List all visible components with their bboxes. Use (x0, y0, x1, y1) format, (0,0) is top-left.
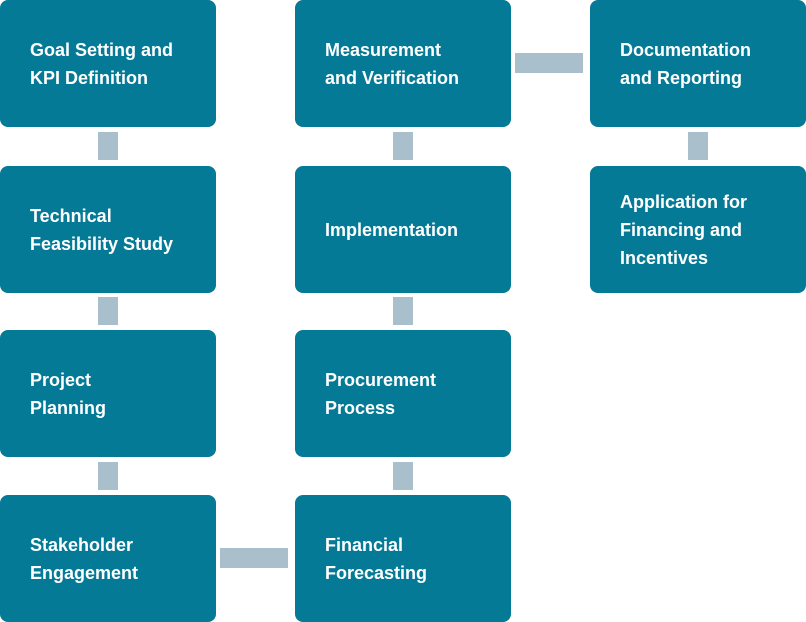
step-financing-incentives: Application for Financing and Incentives (590, 166, 806, 293)
step-label: Application for Financing and Incentives (620, 191, 747, 268)
step-stakeholder-engagement: Stakeholder Engagement (0, 495, 216, 622)
connector (98, 462, 118, 490)
connector (393, 462, 413, 490)
step-label: Technical Feasibility Study (30, 205, 174, 254)
step-label: Financial Forecasting (325, 534, 428, 583)
step-label: Procurement Process (325, 369, 437, 418)
step-label: Implementation (325, 219, 459, 240)
step-technical-feasibility: Technical Feasibility Study (0, 166, 216, 293)
step-label: Stakeholder Engagement (30, 534, 139, 583)
step-measurement-verification: Measurement and Verification (295, 0, 511, 127)
connector (515, 53, 583, 73)
step-financial-forecasting: Financial Forecasting (295, 495, 511, 622)
step-label: Measurement and Verification (325, 39, 460, 88)
connector (393, 132, 413, 160)
connector (393, 297, 413, 325)
step-project-planning: Project Planning (0, 330, 216, 457)
connector (98, 132, 118, 160)
connector (98, 297, 118, 325)
connector (688, 132, 708, 160)
step-goal-setting: Goal Setting and KPI Definition (0, 0, 216, 127)
step-procurement-process: Procurement Process (295, 330, 511, 457)
step-implementation: Implementation (295, 166, 511, 293)
step-label: Documentation and Reporting (620, 39, 752, 88)
step-documentation-reporting: Documentation and Reporting (590, 0, 806, 127)
step-label: Goal Setting and KPI Definition (30, 39, 174, 88)
step-label: Project Planning (30, 369, 106, 418)
connector (220, 548, 288, 568)
